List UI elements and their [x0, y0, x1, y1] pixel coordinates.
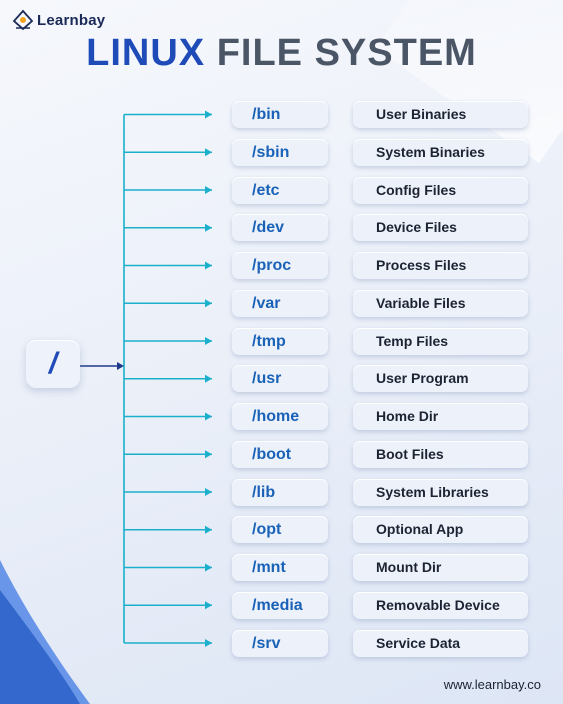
directory-row: /media Removable Device	[0, 591, 563, 619]
directory-name: /home	[232, 403, 328, 430]
directory-description: Device Files	[353, 214, 528, 242]
branch-arrowhead-icon	[205, 186, 212, 194]
directory-row: /var Variable Files	[0, 289, 563, 317]
directory-name: /proc	[232, 252, 328, 279]
directory-row: /sbin System Binaries	[0, 138, 563, 166]
branch-arrowhead-icon	[205, 223, 212, 232]
branch-arrowhead-icon	[205, 299, 212, 308]
directory-row: /lib System Libraries	[0, 478, 563, 506]
directory-description: Boot Files	[353, 440, 528, 468]
directory-description: System Binaries	[353, 138, 528, 166]
directory-row: /bin User Binaries	[0, 101, 563, 128]
directory-name: /dev	[232, 214, 328, 242]
directory-description: User Binaries	[353, 101, 528, 128]
directory-row: /usr User Program	[0, 365, 563, 393]
page-title: LINUX FILE SYSTEM	[0, 32, 563, 75]
directory-description: User Program	[353, 365, 528, 393]
branch-arrowhead-icon	[205, 601, 212, 610]
directory-row: /boot Boot Files	[0, 440, 563, 468]
title-file-system: FILE SYSTEM	[216, 32, 477, 74]
directory-name: /opt	[232, 516, 328, 544]
directory-description: Service Data	[353, 629, 528, 657]
directory-name: /mnt	[232, 554, 328, 581]
branch-arrowhead-icon	[205, 450, 212, 459]
directory-name: /boot	[232, 440, 328, 468]
directory-name: /sbin	[232, 138, 328, 166]
brand-logo: Learnbay	[12, 9, 105, 31]
title-linux: LINUX	[86, 32, 206, 74]
directory-name: /lib	[232, 478, 328, 506]
directory-row: /proc Process Files	[0, 252, 563, 279]
branch-arrowhead-icon	[205, 374, 212, 383]
root-arrowhead-icon	[117, 362, 124, 370]
directory-description: Mount Dir	[353, 554, 528, 581]
directory-description: Removable Device	[353, 591, 528, 619]
branch-arrowhead-icon	[205, 525, 212, 534]
directory-row: /dev Device Files	[0, 214, 563, 242]
branch-arrowhead-icon	[205, 110, 212, 119]
directory-description: Config Files	[353, 176, 528, 204]
directory-row: /tmp Temp Files	[0, 327, 563, 355]
directory-row: /srv Service Data	[0, 629, 563, 657]
directory-row: /opt Optional App	[0, 516, 563, 544]
directory-row: /mnt Mount Dir	[0, 554, 563, 581]
root-directory-node: /	[26, 340, 80, 388]
directory-name: /srv	[232, 629, 328, 657]
branch-arrowhead-icon	[205, 337, 212, 345]
directory-name: /usr	[232, 365, 328, 393]
directory-description: Optional App	[353, 516, 528, 544]
directory-description: Variable Files	[353, 289, 528, 317]
directory-name: /media	[232, 591, 328, 619]
branch-arrowhead-icon	[205, 563, 212, 572]
directory-description: Home Dir	[353, 403, 528, 430]
directory-name: /etc	[232, 176, 328, 204]
directory-row: /etc Config Files	[0, 176, 563, 204]
branch-arrowhead-icon	[205, 488, 212, 496]
footer-url: www.learnbay.co	[443, 677, 541, 692]
directory-row: /home Home Dir	[0, 403, 563, 430]
directory-description: Process Files	[353, 252, 528, 279]
logo-text: Learnbay	[37, 11, 106, 29]
learnbay-logo-icon	[12, 9, 34, 31]
directory-description: Temp Files	[353, 327, 528, 355]
directory-name: /var	[232, 289, 328, 317]
branch-arrowhead-icon	[205, 639, 212, 647]
branch-arrowhead-icon	[205, 261, 212, 270]
branch-arrowhead-icon	[205, 412, 212, 421]
directory-name: /tmp	[232, 327, 328, 355]
directory-name: /bin	[232, 101, 328, 128]
directory-description: System Libraries	[353, 478, 528, 506]
branch-arrowhead-icon	[205, 148, 212, 157]
root-label: /	[48, 347, 58, 380]
